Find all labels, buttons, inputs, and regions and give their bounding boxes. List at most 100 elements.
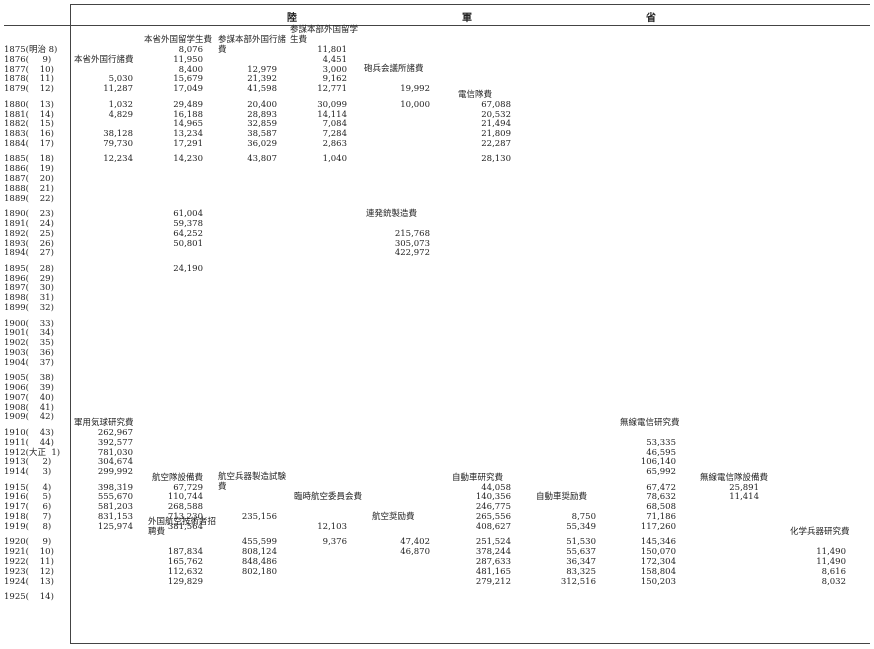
value-cell: 11,490 bbox=[816, 556, 846, 567]
year-label: 1882( 15) bbox=[4, 119, 54, 130]
value-cell: 287,633 bbox=[475, 556, 511, 567]
value-cell: 125,974 bbox=[97, 521, 133, 532]
value-cell: 36,347 bbox=[566, 556, 596, 567]
value-cell: 408,627 bbox=[475, 521, 511, 532]
value-cell: 41,598 bbox=[247, 84, 277, 95]
value-cell: 8,750 bbox=[571, 512, 596, 522]
header-navy: 軍 bbox=[462, 13, 472, 24]
value-cell: 455,599 bbox=[241, 537, 277, 548]
value-cell: 112,632 bbox=[167, 566, 203, 577]
value-cell: 78,632 bbox=[646, 492, 676, 503]
value-cell: 44,058 bbox=[481, 482, 511, 493]
value-cell: 36,029 bbox=[247, 138, 277, 149]
column-label: 自動車奨励費 bbox=[536, 492, 588, 503]
value-cell: 11,950 bbox=[173, 54, 203, 65]
value-cell: 555,670 bbox=[97, 492, 133, 503]
year-label: 1920( 9) bbox=[4, 537, 52, 548]
header-rule bbox=[4, 25, 870, 26]
value-cell: 808,124 bbox=[241, 547, 277, 558]
year-label: 1901( 34) bbox=[4, 328, 54, 339]
year-label: 1917( 6) bbox=[4, 502, 52, 513]
value-cell: 4,829 bbox=[108, 109, 133, 120]
value-cell: 172,304 bbox=[640, 556, 676, 567]
value-cell: 1,040 bbox=[322, 154, 347, 165]
value-cell: 46,870 bbox=[400, 547, 430, 558]
year-label: 1876( 9) bbox=[4, 54, 52, 65]
year-label: 1889( 22) bbox=[4, 193, 54, 204]
value-cell: 4,451 bbox=[322, 54, 347, 65]
value-cell: 265,556 bbox=[475, 512, 511, 522]
value-cell: 14,114 bbox=[317, 109, 347, 120]
year-label: 1880( 13) bbox=[4, 99, 54, 110]
value-cell: 11,287 bbox=[103, 84, 133, 95]
value-cell: 21,392 bbox=[247, 74, 277, 85]
year-label: 1903( 36) bbox=[4, 347, 54, 358]
year-label: 1899( 32) bbox=[4, 303, 54, 313]
year-label: 1898( 31) bbox=[4, 293, 54, 304]
value-cell: 187,834 bbox=[167, 547, 203, 558]
column-label: 本省外国行諸費 bbox=[74, 54, 134, 65]
value-cell: 12,103 bbox=[317, 521, 347, 532]
year-label: 1906( 39) bbox=[4, 383, 54, 393]
bottom-rule bbox=[70, 643, 870, 644]
year-label: 1924( 13) bbox=[4, 576, 54, 587]
column-label: 無線電信研究費 bbox=[620, 417, 680, 428]
year-label: 1893( 26) bbox=[4, 238, 54, 249]
value-cell: 9,376 bbox=[322, 537, 347, 548]
value-cell: 8,032 bbox=[821, 576, 846, 587]
value-cell: 158,804 bbox=[640, 566, 676, 577]
year-label: 1925( 14) bbox=[4, 592, 54, 602]
column-label: 砲兵会議所諸費 bbox=[364, 64, 424, 75]
year-label: 1902( 35) bbox=[4, 338, 54, 349]
value-cell: 378,244 bbox=[475, 547, 511, 558]
value-cell: 19,992 bbox=[400, 84, 430, 95]
value-cell: 7,084 bbox=[322, 119, 347, 130]
value-cell: 47,402 bbox=[400, 537, 430, 548]
year-label: 1919( 8) bbox=[4, 521, 52, 532]
year-label: 1918( 7) bbox=[4, 512, 52, 522]
year-label: 1911( 44) bbox=[4, 437, 54, 448]
value-cell: 246,775 bbox=[475, 502, 511, 513]
value-cell: 10,000 bbox=[400, 99, 430, 110]
value-cell: 25,891 bbox=[729, 482, 759, 493]
value-cell: 235,156 bbox=[241, 512, 277, 522]
value-cell: 83,325 bbox=[566, 566, 596, 577]
value-cell: 67,088 bbox=[481, 99, 511, 110]
column-label: 無線電信隊設備費 bbox=[700, 472, 769, 483]
value-cell: 150,203 bbox=[640, 576, 676, 587]
column-label: 電信隊費 bbox=[458, 89, 493, 100]
column-label: 参謀本部外国留学生費 bbox=[290, 25, 359, 45]
year-label: 1907( 40) bbox=[4, 392, 54, 403]
value-cell: 117,260 bbox=[640, 521, 676, 532]
value-cell: 16,188 bbox=[173, 109, 203, 120]
value-cell: 20,532 bbox=[481, 109, 511, 120]
value-cell: 5,030 bbox=[108, 74, 133, 85]
value-cell: 14,965 bbox=[173, 119, 203, 130]
value-cell: 55,349 bbox=[566, 521, 596, 532]
header-ministry: 省 bbox=[646, 13, 656, 24]
year-label: 1912(大正 1) bbox=[4, 447, 61, 458]
year-label: 1892( 25) bbox=[4, 228, 54, 239]
value-cell: 8,616 bbox=[821, 566, 846, 577]
value-cell: 59,378 bbox=[173, 218, 203, 229]
value-cell: 312,516 bbox=[560, 576, 596, 587]
value-cell: 17,049 bbox=[173, 84, 203, 95]
value-cell: 30,099 bbox=[317, 99, 347, 110]
column-label: 連発銃製造費 bbox=[366, 208, 418, 219]
year-label: 1910( 43) bbox=[4, 427, 54, 438]
column-label: 参謀本部外国行諸費 bbox=[218, 34, 287, 55]
year-label: 1900( 33) bbox=[4, 318, 54, 329]
year-label: 1883( 16) bbox=[4, 129, 54, 140]
value-cell: 71,186 bbox=[646, 512, 676, 522]
year-label: 1897( 30) bbox=[4, 283, 54, 294]
value-cell: 304,674 bbox=[97, 457, 133, 468]
value-cell: 165,762 bbox=[167, 556, 203, 567]
top-rule bbox=[70, 4, 870, 5]
value-cell: 422,972 bbox=[394, 248, 430, 259]
value-cell: 831,153 bbox=[97, 512, 133, 522]
value-cell: 53,335 bbox=[646, 437, 676, 448]
year-label: 1916( 5) bbox=[4, 492, 52, 503]
column-label: 航空兵器製造試験費 bbox=[218, 472, 287, 493]
value-cell: 46,595 bbox=[646, 447, 676, 458]
value-cell: 251,524 bbox=[475, 537, 511, 548]
